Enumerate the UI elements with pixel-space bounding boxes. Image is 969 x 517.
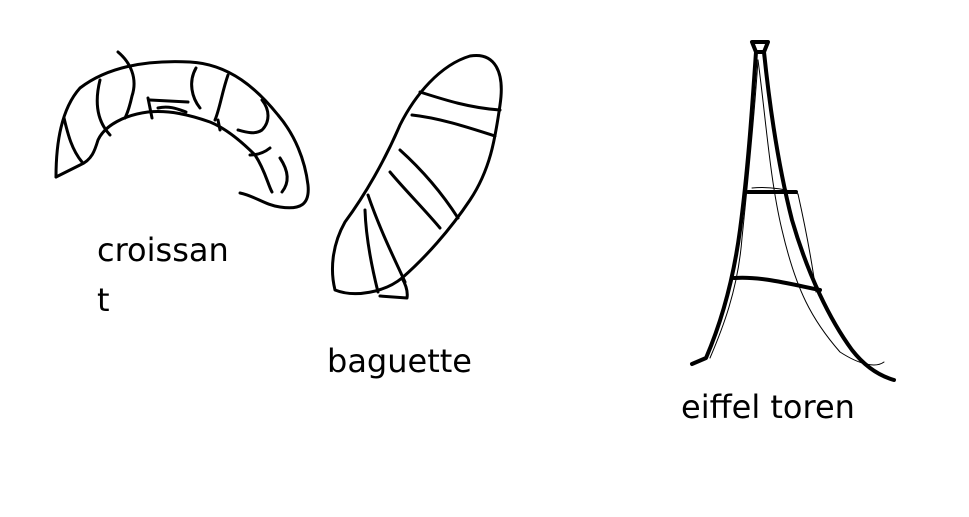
croissant-label-line1: croissan [97,231,229,269]
baguette-drawing [330,54,503,300]
eiffel-tower-label: eiffel toren [681,388,855,426]
eiffel-tower-drawing [690,40,896,382]
croissant-label-line2: t [97,281,110,319]
croissant-drawing [54,50,310,210]
baguette-label: baguette [327,342,472,380]
